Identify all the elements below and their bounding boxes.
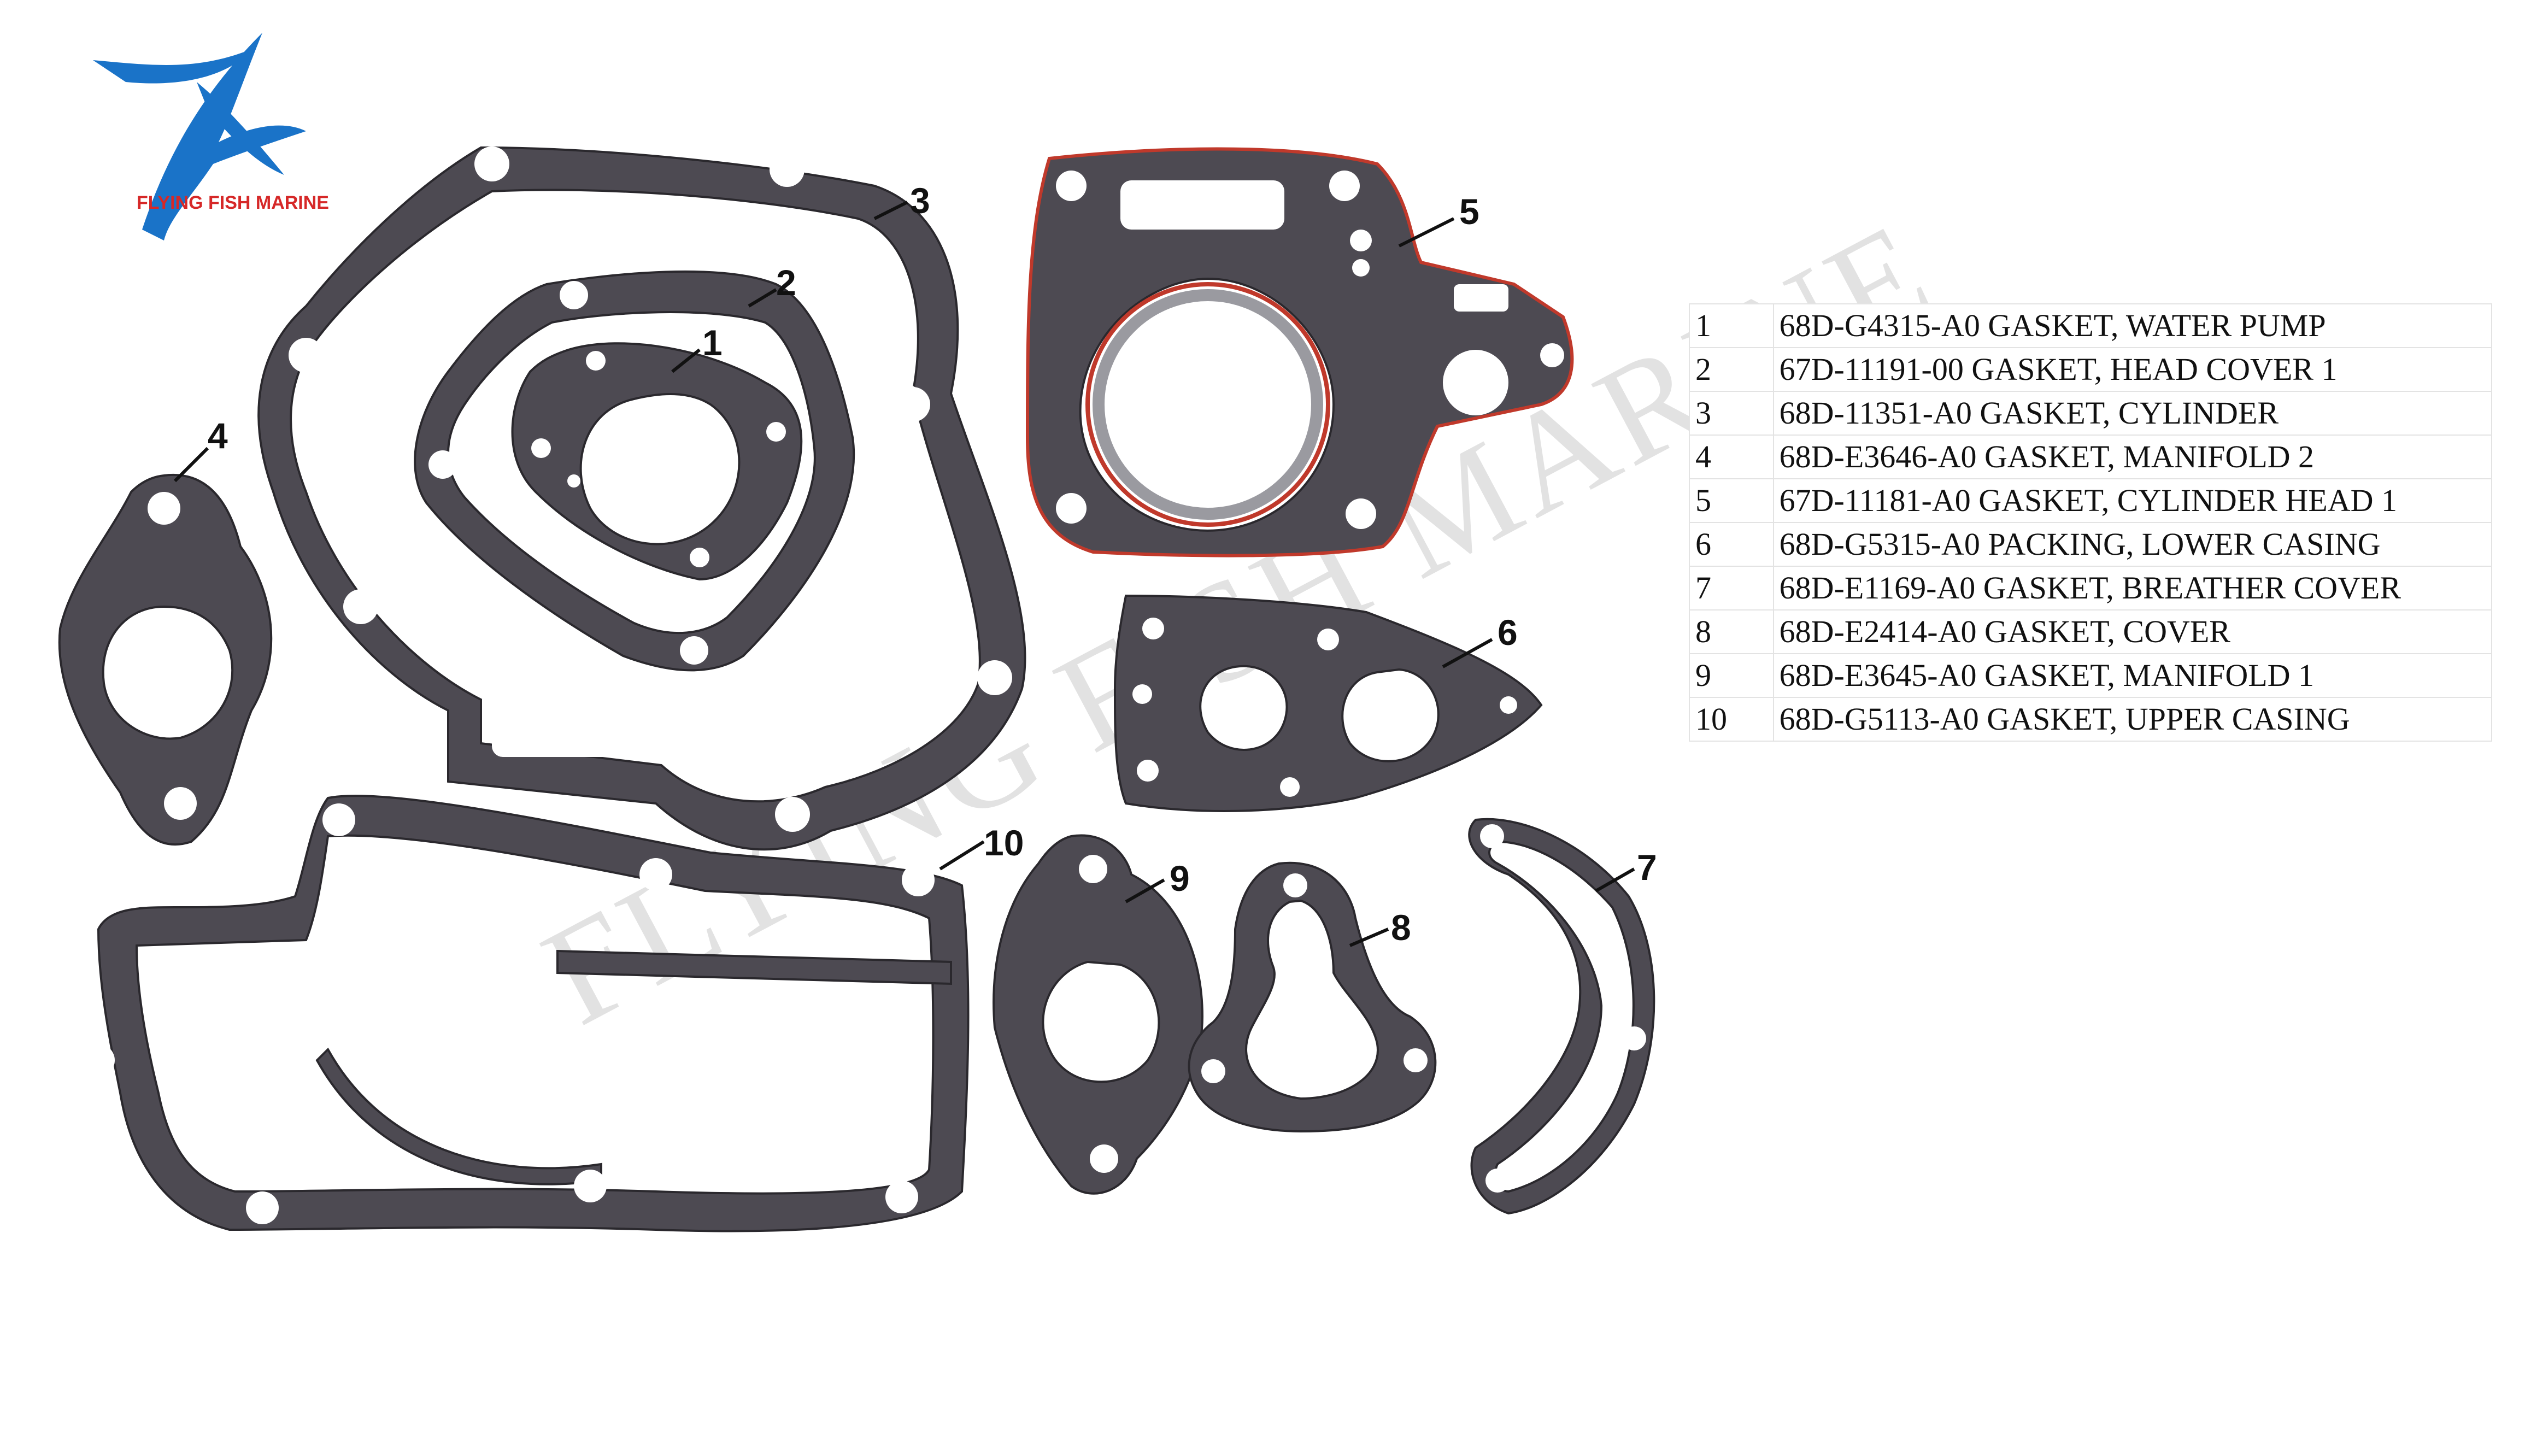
table-row: 8 68D-E2414-A0 GASKET, COVER <box>1689 609 2493 654</box>
table-row: 2 67D-11191-00 GASKET, HEAD COVER 1 <box>1689 347 2493 392</box>
part-number: 9 <box>1689 653 1774 698</box>
part-description: 68D-E2414-A0 GASKET, COVER <box>1772 609 2493 654</box>
callout-2: 2 <box>776 262 796 303</box>
table-row: 7 68D-E1169-A0 GASKET, BREATHER COVER <box>1689 566 2493 610</box>
callout-10: 10 <box>984 823 1024 863</box>
callout-6: 6 <box>1498 612 1518 653</box>
table-row: 6 68D-G5315-A0 PACKING, LOWER CASING <box>1689 522 2493 567</box>
part-number: 5 <box>1689 478 1774 523</box>
part-number: 10 <box>1689 697 1774 742</box>
part-number: 4 <box>1689 435 1774 479</box>
gasket-8-cover <box>1188 861 1437 1133</box>
part-description: 68D-11351-A0 GASKET, CYLINDER <box>1772 391 2493 436</box>
part-number: 3 <box>1689 391 1774 436</box>
gasket-4-manifold-2 <box>58 473 273 846</box>
table-row: 4 68D-E3646-A0 GASKET, MANIFOLD 2 <box>1689 435 2493 479</box>
callout-labels: 1 2 3 4 5 6 7 8 9 10 <box>173 180 1657 948</box>
gasket-5-cylinder-head <box>1025 147 1574 557</box>
callout-5: 5 <box>1459 191 1479 232</box>
table-row: 5 67D-11181-A0 GASKET, CYLINDER HEAD 1 <box>1689 478 2493 523</box>
table-row: 10 68D-G5113-A0 GASKET, UPPER CASING <box>1689 697 2493 742</box>
callout-9: 9 <box>1170 858 1190 899</box>
part-number: 8 <box>1689 609 1774 654</box>
table-row: 9 68D-E3645-A0 GASKET, MANIFOLD 1 <box>1689 653 2493 698</box>
gasket-1-water-pump <box>511 342 803 581</box>
callout-4: 4 <box>208 415 228 456</box>
gasket-7-breather-cover <box>1468 818 1655 1215</box>
gasket-6-lower-casing <box>1113 594 1543 812</box>
part-description: 68D-E1169-A0 GASKET, BREATHER COVER <box>1772 566 2493 610</box>
fish-icon <box>93 33 306 240</box>
part-description: 68D-G4315-A0 GASKET, WATER PUMP <box>1772 303 2493 348</box>
part-description: 68D-E3645-A0 GASKET, MANIFOLD 1 <box>1772 653 2493 698</box>
logo-brand-text: FLYING FISH MARINE <box>137 192 329 213</box>
parts-list-table: 1 68D-G4315-A0 GASKET, WATER PUMP 2 67D-… <box>1689 303 2493 742</box>
part-number: 2 <box>1689 347 1774 392</box>
callout-8: 8 <box>1391 907 1411 948</box>
callout-3: 3 <box>910 180 930 221</box>
part-description: 68D-G5315-A0 PACKING, LOWER CASING <box>1772 522 2493 567</box>
table-row: 3 68D-11351-A0 GASKET, CYLINDER <box>1689 391 2493 436</box>
table-row: 1 68D-G4315-A0 GASKET, WATER PUMP <box>1689 303 2493 348</box>
part-description: 68D-G5113-A0 GASKET, UPPER CASING <box>1772 697 2493 742</box>
callout-7: 7 <box>1637 847 1657 888</box>
gasket-10-upper-casing <box>82 795 970 1232</box>
flying-fish-logo: FLYING FISH MARINE <box>93 33 329 240</box>
gasket-9-manifold-1 <box>993 834 1204 1195</box>
gasket-2-head-cover <box>414 270 921 672</box>
part-number: 6 <box>1689 522 1774 567</box>
part-description: 68D-E3646-A0 GASKET, MANIFOLD 2 <box>1772 435 2493 479</box>
callout-1: 1 <box>702 322 723 363</box>
part-description: 67D-11191-00 GASKET, HEAD COVER 1 <box>1772 347 2493 392</box>
part-number: 1 <box>1689 303 1774 348</box>
part-number: 7 <box>1689 566 1774 610</box>
part-description: 67D-11181-A0 GASKET, CYLINDER HEAD 1 <box>1772 478 2493 523</box>
